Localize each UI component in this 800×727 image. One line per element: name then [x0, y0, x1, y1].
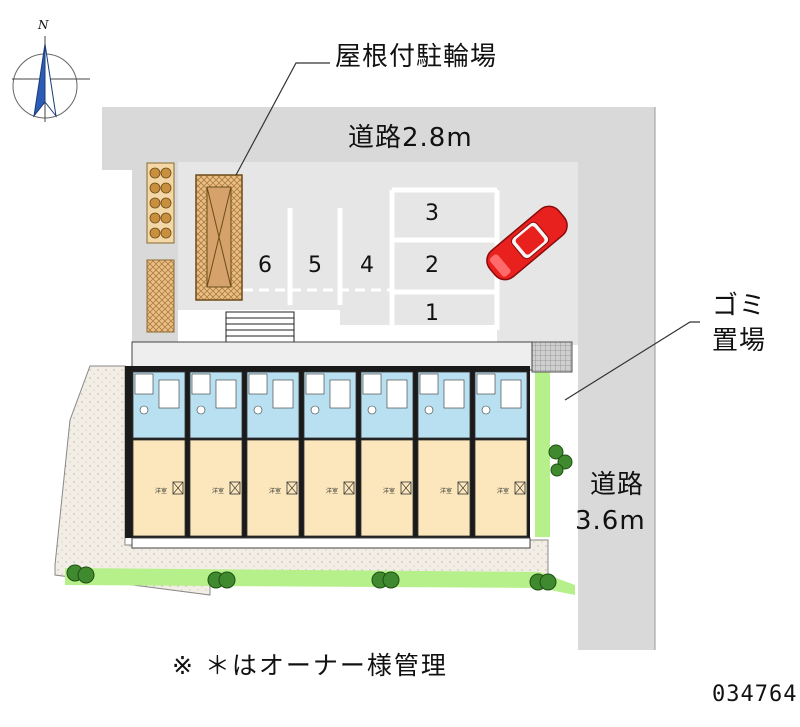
label-covered-bike-parking: 屋根付駐輪場 [335, 42, 498, 72]
stairs [225, 311, 295, 343]
apartment-unit: 洋室 [246, 371, 300, 537]
parking-lot [170, 162, 578, 345]
svg-text:洋室: 洋室 [269, 487, 281, 495]
apartment-units: 洋室 洋室 洋室 洋室 洋室 洋室 洋室 [132, 371, 528, 537]
compass-icon [12, 36, 90, 122]
svg-text:洋室: 洋室 [497, 487, 509, 495]
apartment-unit: 洋室 [474, 371, 528, 537]
label-road-top: 道路2.8m [348, 123, 473, 153]
apartment-unit: 洋室 [189, 371, 243, 537]
parking-space-4: 4 [360, 253, 374, 278]
parking-space-5: 5 [308, 253, 322, 278]
covered-bike-parking [195, 174, 243, 301]
svg-text:洋室: 洋室 [155, 487, 167, 495]
road-top [102, 107, 655, 170]
road-right [578, 107, 655, 650]
label-garbage-2: 置場 [712, 326, 767, 356]
lawn-strip [65, 372, 575, 595]
shrubs [66, 444, 573, 591]
car-icon [486, 205, 568, 281]
compass-north-letter: N [38, 18, 49, 32]
bike-rack-top [146, 162, 175, 244]
parking-space-6: 6 [258, 253, 272, 278]
label-garbage-1: ゴミ [712, 291, 767, 321]
svg-text:洋室: 洋室 [212, 487, 224, 495]
bike-rack-bottom [146, 259, 175, 333]
label-road-right-2: 3.6m [575, 506, 646, 536]
apartment-unit: 洋室 [303, 371, 357, 537]
footer-note: ※ ＊はオーナー様管理 [172, 651, 448, 680]
garbage-area [531, 341, 573, 373]
parking-space-3: 3 [425, 201, 439, 226]
svg-text:洋室: 洋室 [383, 487, 395, 495]
property-code: 034764 [712, 682, 798, 707]
apartment-unit: 洋室 [132, 371, 186, 537]
label-road-right-1: 道路 [590, 470, 645, 500]
svg-text:洋室: 洋室 [440, 487, 452, 495]
parking-space-2: 2 [425, 253, 439, 278]
parking-lines-left [243, 208, 390, 305]
leader-lines [235, 62, 700, 401]
apartment-unit: 洋室 [417, 371, 471, 537]
apartment-unit: 洋室 [360, 371, 414, 537]
parking-space-1: 1 [425, 301, 439, 326]
svg-text:洋室: 洋室 [326, 487, 338, 495]
